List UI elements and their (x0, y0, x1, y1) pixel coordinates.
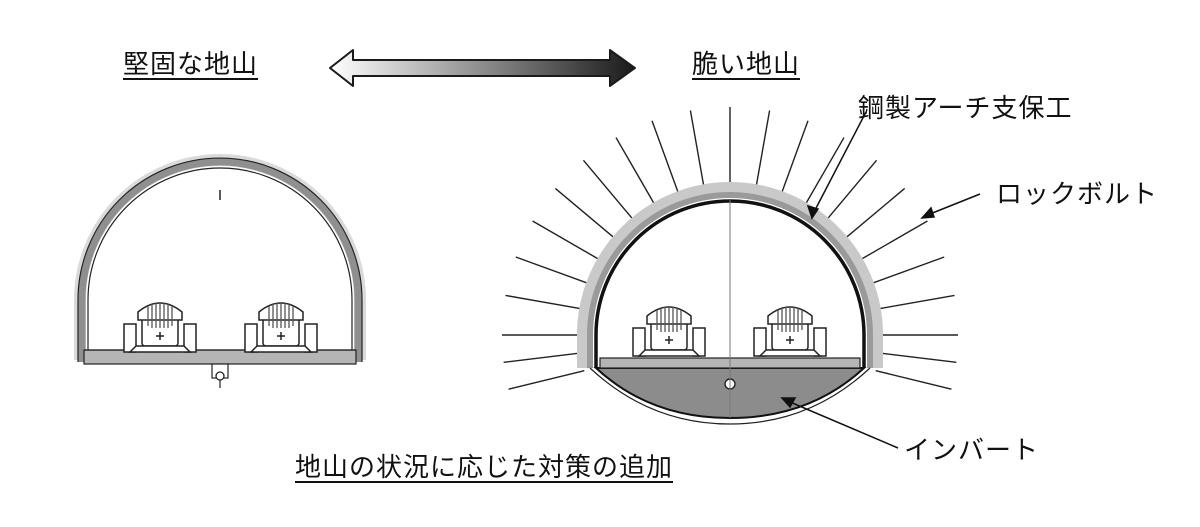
gradient-double-arrow-icon (329, 49, 636, 87)
rock-bolt-line (554, 187, 616, 240)
rock-bolt-label: ロックボルト (996, 180, 1159, 210)
rock-bolt-line (877, 294, 955, 310)
tunnel-solid-ground (74, 154, 366, 388)
callout-leaders (780, 111, 981, 449)
rock-bolt-line (859, 220, 928, 261)
rock-bolts (502, 107, 958, 390)
rock-bolt-line (780, 120, 809, 195)
rock-bolt-line (844, 187, 906, 240)
rock-bolt-line (804, 137, 845, 206)
tunnel-fragile-ground (502, 107, 958, 425)
solid-ground-label: 堅固な地山 (123, 50, 259, 80)
fragile-ground-label: 脆い地山 (692, 50, 801, 80)
steel-arch-label: 鋼製アーチ支保工 (858, 94, 1073, 124)
rock-bolt-line (503, 352, 582, 363)
rock-bolt-line (505, 294, 583, 310)
rock-bolt-line (825, 159, 878, 221)
rock-bolt-line (878, 352, 957, 363)
rock-bolt-line (870, 256, 945, 285)
rock-bolt-line (615, 137, 656, 206)
rock-bolt-line (755, 110, 771, 188)
rock-bolt-line (515, 256, 590, 285)
rock-bolt-line (689, 110, 705, 188)
rock-bolt-line (532, 220, 601, 261)
rock-bolt-line (508, 369, 585, 390)
rock-bolt-line (875, 369, 952, 390)
rock-bolt-line (651, 120, 680, 195)
invert-label: インバート (904, 436, 1040, 466)
rock-bolt-line (582, 159, 635, 221)
caption: 地山の状況に応じた対策の追加 (295, 453, 674, 483)
